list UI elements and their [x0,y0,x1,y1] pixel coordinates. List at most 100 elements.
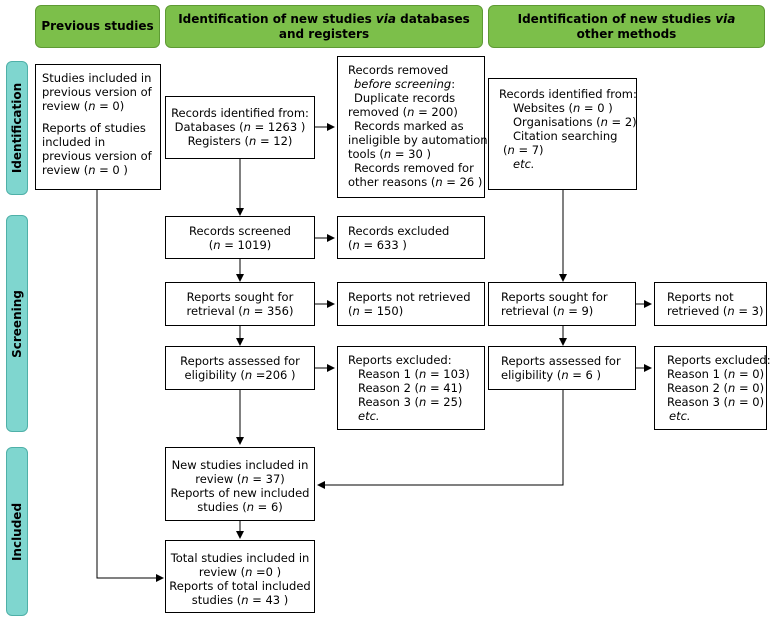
text-other-identified-l1: Records identified from: [499,87,637,101]
text-other-excluded-l2-post: = 0) [735,367,765,381]
text-records-identified-l3-pre: Registers ( [187,134,250,148]
stage-identification: Identification [6,61,28,195]
text-line: before screening: [348,77,484,91]
text-previous-box-l4: Reports of studies [42,121,146,135]
records-removed-box: Records removed before screening: Duplic… [337,56,488,198]
text-records-removed-l6: ineligible by automation [348,133,488,147]
text-line: Reason 2 (n = 41) [348,381,484,395]
text-line: Organisations (n = 2) [499,115,637,129]
text-headers-other-via: via [715,11,736,26]
text-other-excluded-l4-post: = 0) [735,395,765,409]
arrow-other-assessed-to-new-included [317,390,564,489]
text-reports-excluded-l4-n: n [419,395,427,409]
text-total-included-l4-post: = 43 ) [248,593,289,607]
text-line: Reason 3 (n = 0) [667,395,766,409]
text-records-removed-l2: before screening [354,77,452,91]
text-records-removed-l7-post: = 30 ) [391,147,431,161]
text-line: eligibility (n =206 ) [166,368,314,382]
text-stages-identification: Identification [10,82,24,174]
text-reports-assessed-l2-pre: eligibility ( [184,368,245,382]
header-databases-registers: Identification of new studies via databa… [165,5,483,48]
text-line: etc. [667,409,766,423]
text-total-included-l2-pre: review ( [198,565,246,579]
text-reports-sought-l2-n: n [242,304,251,318]
text-line: studies (n = 6) [166,500,314,514]
text-reports-excluded-l2-n: n [419,367,427,381]
text-line: Websites (n = 0 ) [499,101,636,115]
text-records-identified-l3-n: n [249,134,257,148]
text-line: tools (n = 30 ) [348,147,484,161]
text-reports-excluded-l3-n: n [419,381,427,395]
text-records-removed-l2-colon: : [451,77,456,91]
text-headers-databases-post: databases and registers [278,11,470,41]
text-line: (n = 150) [348,304,484,318]
text-headers-databases-via: via [375,11,396,26]
text-reports-not-retrieved-l2-pre: ( [348,304,353,318]
records-excluded-box: Records excluded (n = 633 ) [337,216,485,259]
text-total-included-l2-post: =0 ) [252,565,282,579]
text-total-included-l3: Reports of total included [169,579,311,593]
text-records-excluded-l2-pre: ( [348,238,353,252]
text-new-included-l1: New studies included in [171,458,309,472]
text-line: removed (n = 200) [348,105,484,119]
reports-sought-box: Reports sought for retrieval (n = 356) [165,282,315,326]
text-line: etc. [499,157,636,171]
text-other-identified-l3-post: = 2) [607,115,637,129]
text-line: retrieval (n = 9) [501,304,635,318]
text-reports-not-retrieved-l1: Reports not retrieved [348,290,471,304]
other-reports-not-retrieved-box: Reports not retrieved (n = 3) [654,282,767,326]
text-line: Reason 1 (n = 103) [348,367,484,381]
text-records-identified-l2-n: n [243,120,251,134]
text-other-excluded-l3-pre: Reason 2 ( [667,381,729,395]
text-records-removed-l4-post: = 200) [414,105,458,119]
text-records-identified-l2-pre: Databases ( [174,120,244,134]
text-reports-assessed-l1: Reports assessed for [180,354,300,368]
text-line: Identification of new studies via databa… [176,12,472,42]
text-records-removed-l9-pre: other reasons ( [348,175,436,189]
text-other-identified-l5-post: = 7) [514,143,544,157]
stage-screening: Screening [6,215,28,432]
text-other-sought-l2-post: = 9) [564,304,594,318]
text-other-assessed-l2-n: n [561,368,569,382]
text-line: other reasons (n = 26 ) [348,175,484,189]
text-line: review (n = 0 ) [42,163,160,177]
text-records-excluded-l2-post: = 633 ) [359,238,407,252]
text-reports-assessed-l2-post: =206 ) [252,368,296,382]
text-other-not-retrieved-l2-pre: retrieved ( [667,304,728,318]
text-other-identified-l2-pre: Websites ( [513,101,573,115]
text-reports-not-retrieved-l2-post: = 150) [359,304,404,318]
text-other-identified-l2-n: n [572,101,581,115]
text-reports-sought-l1: Reports sought for [186,290,294,304]
header-other-methods: Identification of new studies via other … [488,5,765,48]
header-previous-studies: Previous studies [35,5,160,48]
text-line: retrieval (n = 356) [166,304,314,318]
text-line: review (n = 0) [42,99,160,113]
text-reports-sought-l2-pre: retrieval ( [186,304,243,318]
text-other-not-retrieved-l2-post: = 3) [734,304,764,318]
text-records-removed-l9-n: n [435,175,443,189]
text-other-identified-l5-n: n [507,143,515,157]
text-other-excluded-l3-post: = 0) [735,381,765,395]
text-reports-sought-l2-post: = 356) [250,304,294,318]
text-reports-excluded-l2-pre: Reason 1 ( [358,367,420,381]
text-other-excluded-l3-n: n [728,381,736,395]
text-records-identified-l1: Records identified from: [171,106,309,120]
text-other-identified-l6: etc. [513,157,535,171]
text-other-identified-l3-pre: Organisations ( [513,115,601,129]
text-other-identified-l2-post: = 0 ) [580,101,613,115]
text-records-removed-l5: Records marked as [354,119,464,133]
text-reports-excluded-l3-pre: Reason 2 ( [358,381,420,395]
reports-not-retrieved-box: Reports not retrieved (n = 150) [337,282,485,326]
text-line: studies (n = 43 ) [166,593,314,607]
text-records-identified-l2-post: = 1263 ) [250,120,306,134]
text-line: Reason 2 (n = 0) [667,381,766,395]
text-new-included-l3: Reports of new included [170,486,310,500]
text-records-identified-l3-post: = 12) [256,134,293,148]
text-reports-assessed-l2-n: n [244,368,253,382]
text-records-removed-l9-post: = 26 ) [442,175,483,189]
text-previous-box-l6: previous version of [42,149,152,163]
text-records-screened-l1: Records screened [189,224,291,238]
other-reports-assessed-box: Reports assessed for eligibility (n = 6 … [488,346,636,390]
text-records-removed-l4-pre: removed ( [348,105,408,119]
